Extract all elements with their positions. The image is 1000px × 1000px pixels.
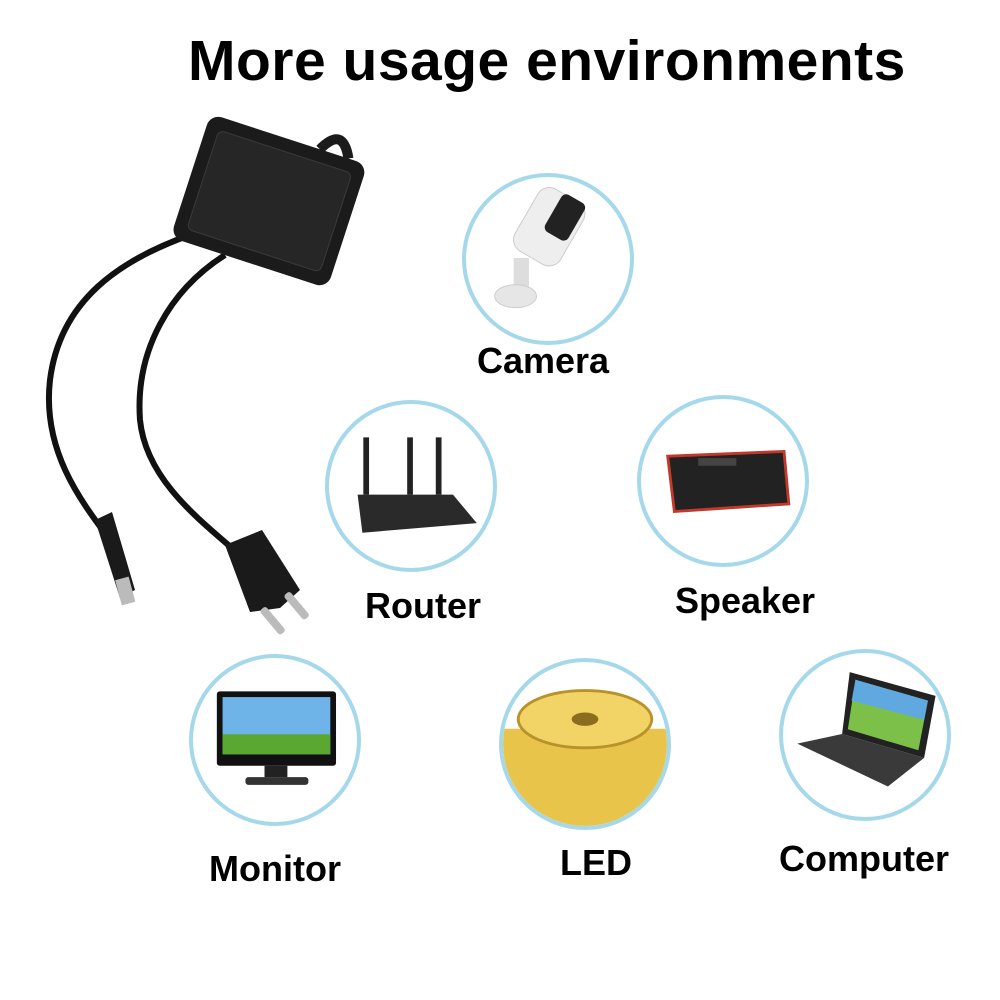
monitor-circle bbox=[189, 654, 361, 826]
camera-circle bbox=[462, 173, 634, 345]
led-circle bbox=[499, 658, 671, 830]
camera-label: Camera bbox=[476, 340, 610, 381]
laptop-icon bbox=[797, 672, 936, 787]
led-strip-icon bbox=[503, 689, 667, 826]
router-label: Router bbox=[365, 585, 481, 626]
speaker-icon bbox=[666, 449, 791, 514]
led-label: LED bbox=[560, 842, 632, 883]
camera-icon bbox=[494, 187, 586, 309]
speaker-circle bbox=[637, 395, 809, 567]
monitor-label: Monitor bbox=[209, 848, 341, 889]
speaker-label: Speaker bbox=[674, 580, 816, 621]
router-icon bbox=[357, 437, 477, 533]
router-circle bbox=[325, 400, 497, 572]
monitor-icon bbox=[216, 691, 337, 785]
computer-circle bbox=[779, 649, 951, 821]
adapter-image bbox=[45, 116, 365, 635]
page-title: More usage environments bbox=[188, 29, 906, 93]
computer-label: Computer bbox=[779, 838, 949, 879]
